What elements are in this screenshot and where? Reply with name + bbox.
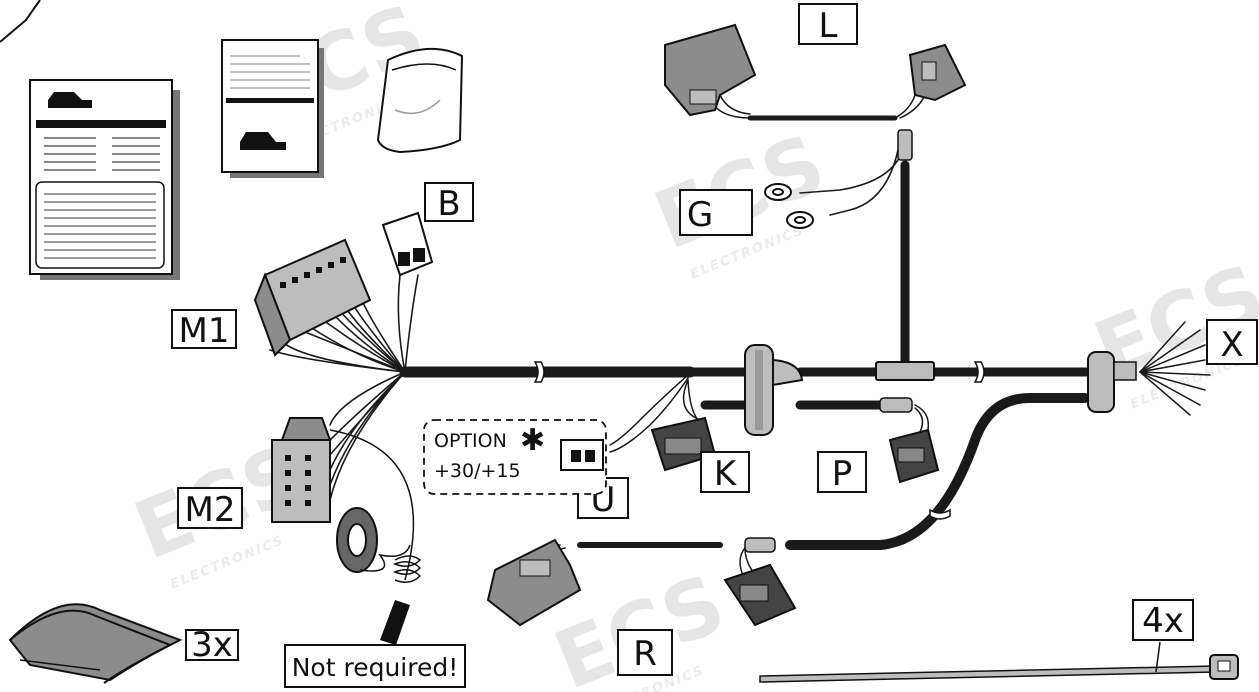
connector-x-grommet	[1087, 351, 1137, 413]
label-4x-text: 4x	[1142, 601, 1184, 641]
wire-coil	[392, 555, 422, 583]
label-3x: 3x	[185, 625, 239, 665]
option-box: OPTION ✱ +30/+15	[423, 419, 607, 495]
parts-bag	[376, 47, 464, 154]
option-title: OPTION	[434, 430, 507, 452]
label-m1-text: M1	[179, 311, 230, 351]
not-required-note: Not required!	[284, 644, 466, 688]
manual-small	[221, 39, 324, 178]
harness-wires	[269, 94, 1211, 581]
label-l: L	[798, 3, 858, 46]
connector-u-front	[560, 439, 604, 471]
grommet	[744, 344, 804, 436]
label-x-text: X	[1220, 325, 1243, 365]
connector-l-right	[908, 43, 967, 102]
manual-large	[29, 79, 180, 280]
label-p-text: P	[832, 454, 853, 494]
splice-l	[897, 129, 913, 161]
label-r: R	[617, 629, 673, 676]
foam-pads	[8, 603, 183, 684]
pointer-arc	[329, 429, 415, 581]
label-g: G	[679, 189, 753, 236]
label-x: X	[1206, 319, 1258, 365]
option-asterisk: ✱	[520, 423, 545, 458]
tape-roll	[336, 507, 411, 573]
connector-k	[650, 416, 717, 472]
break-marks	[533, 361, 985, 520]
label-b: B	[424, 182, 474, 224]
cable-tie	[759, 654, 1239, 683]
label-m2: M2	[177, 487, 243, 530]
connector-r-right	[723, 563, 797, 627]
pointer-arrow	[380, 600, 410, 645]
label-3x-text: 3x	[191, 625, 233, 665]
connector-m2	[271, 417, 332, 523]
option-voltage: +30/+15	[434, 460, 521, 482]
label-b-text: B	[437, 184, 460, 224]
label-4x: 4x	[1132, 599, 1194, 641]
label-l-text: L	[819, 6, 838, 46]
ring-terminals	[764, 183, 814, 229]
connector-m1	[253, 238, 372, 357]
label-r-text: R	[633, 634, 657, 674]
connector-b	[381, 211, 434, 277]
connector-p	[888, 428, 940, 484]
leader-4x	[1155, 641, 1161, 673]
label-k: K	[700, 451, 750, 494]
corner-bracket	[0, 0, 41, 43]
label-g-text: G	[687, 195, 713, 235]
not-required-text: Not required!	[292, 653, 459, 682]
label-m2-text: M2	[185, 490, 236, 530]
t-splice	[875, 361, 935, 381]
sleeve-r	[744, 537, 776, 553]
label-m1: M1	[171, 309, 237, 351]
sleeve-p	[879, 397, 913, 413]
connector-l-left	[664, 23, 757, 117]
label-k-text: K	[714, 454, 738, 494]
connector-r-left	[486, 538, 582, 627]
label-p: P	[817, 451, 867, 494]
